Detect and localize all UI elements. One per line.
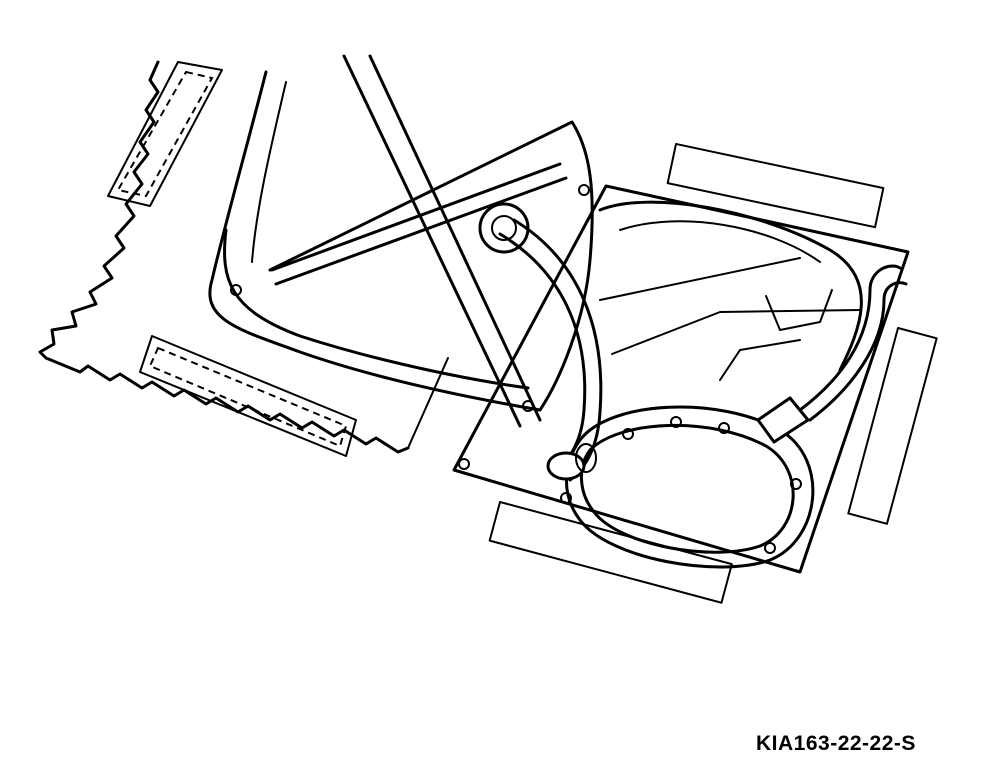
carpet-panel [38,60,449,454]
grommet [478,202,530,254]
floor-opening [452,184,910,574]
label-box-top [666,143,885,229]
connector-clip [546,443,597,481]
wire-harness [756,264,908,444]
tape-strip-upper [107,61,223,207]
label-box-right [847,327,938,525]
fuel-pump-ring [458,405,815,569]
fuel-hose [498,218,603,482]
label-box-bottom [488,501,733,604]
tape-strip-lower [139,335,357,457]
figure-code: KIA163-22-22-S [756,732,916,755]
access-cover [208,54,594,428]
